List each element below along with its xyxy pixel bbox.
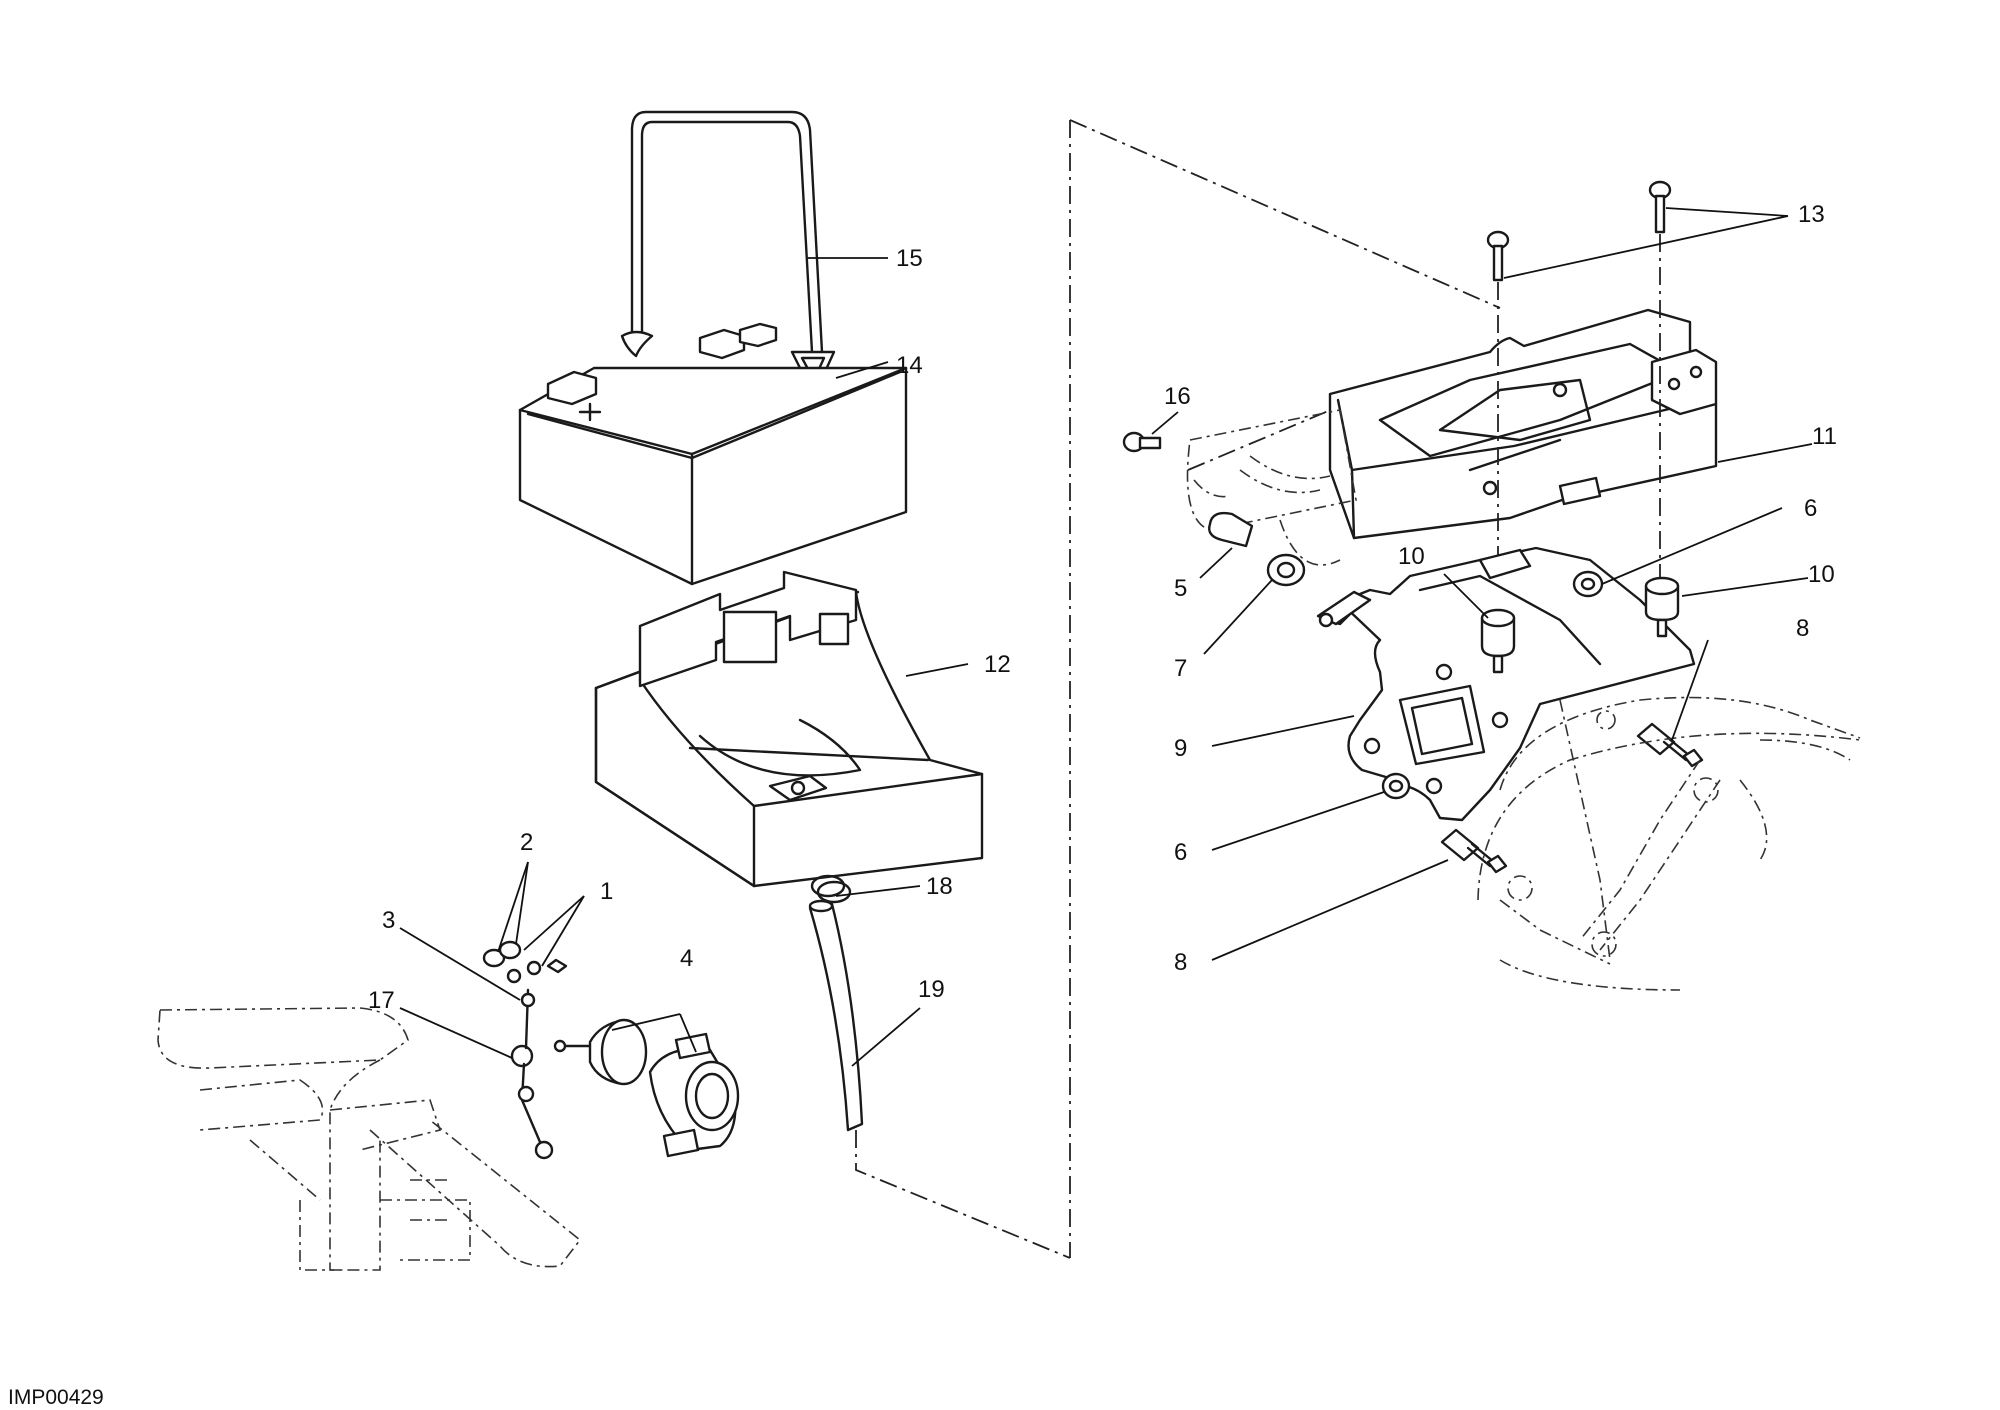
callout-18: 18	[926, 873, 953, 900]
grommet-5	[1208, 511, 1254, 548]
callout-14: 14	[896, 352, 923, 379]
relay-holder	[648, 1032, 740, 1158]
battery-tray	[594, 570, 984, 888]
leader-lines	[399, 207, 1813, 1067]
spacer-10-right	[1644, 576, 1680, 638]
callout-13: 13	[1798, 201, 1825, 228]
mounting-bracket	[1316, 546, 1696, 822]
grommet-6-lower	[1381, 772, 1411, 800]
callout-7: 7	[1174, 655, 1187, 682]
terminal-nuts	[482, 940, 568, 984]
callout-17: 17	[368, 987, 395, 1014]
grommet-7	[1266, 553, 1306, 587]
wiring-harness-ghost	[1186, 409, 1357, 566]
bolt-8-upper	[1636, 722, 1704, 768]
frame-ghost-left	[157, 1007, 582, 1271]
callout-3: 3	[382, 907, 395, 934]
frame-ghost-right	[1477, 696, 1861, 991]
hose-clamp	[810, 874, 852, 904]
callout-10-right: 10	[1808, 561, 1835, 588]
callout-1: 1	[600, 878, 613, 905]
screw-16	[1122, 431, 1162, 453]
callout-11: 11	[1812, 423, 1837, 450]
callout-8-upper: 8	[1796, 615, 1809, 642]
callout-10-left: 10	[1398, 543, 1425, 570]
vent-hose	[808, 899, 864, 1132]
grommet-6-upper	[1572, 570, 1604, 598]
callout-6-upper: 6	[1804, 495, 1817, 522]
callout-6-lower: 6	[1174, 839, 1187, 866]
ground-cable	[510, 988, 554, 1160]
starter-relay	[553, 1018, 648, 1086]
figure-reference-code: IMP00429	[8, 1386, 104, 1409]
callout-8-lower: 8	[1174, 949, 1187, 976]
battery-support-plate	[1328, 308, 1718, 540]
callout-labels: 15 14 12 18 19 1 2 3 17 4 16 5 7 9 6 8 1…	[368, 201, 1837, 1014]
callout-15: 15	[896, 245, 923, 272]
callout-4: 4	[680, 945, 693, 972]
callout-5: 5	[1174, 575, 1187, 602]
spacer-10-left	[1480, 608, 1516, 674]
battery	[518, 322, 908, 586]
callout-12: 12	[984, 651, 1011, 678]
callout-16: 16	[1164, 383, 1191, 410]
callout-2: 2	[520, 829, 533, 856]
support-screws	[1486, 180, 1672, 282]
callout-19: 19	[918, 976, 945, 1003]
bolt-8-lower	[1440, 828, 1508, 874]
callout-9: 9	[1174, 735, 1187, 762]
